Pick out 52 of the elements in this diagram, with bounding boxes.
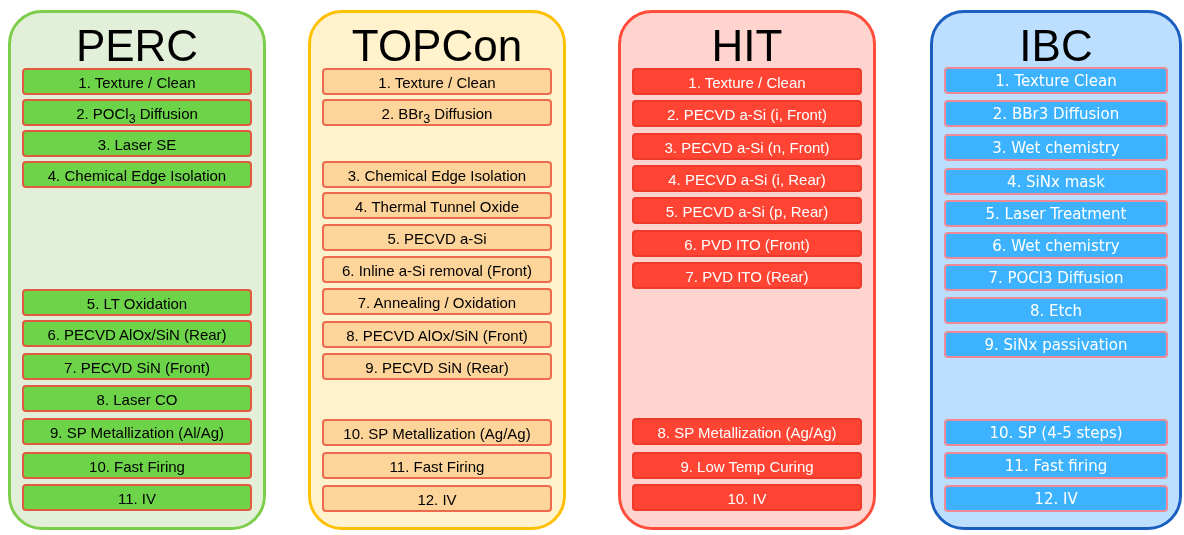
process-step: 11. Fast Firing: [322, 452, 552, 479]
process-step: 5. PECVD a-Si (p, Rear): [632, 197, 862, 224]
process-step: 3. Chemical Edge Isolation: [322, 161, 552, 188]
process-step: 10. Fast Firing: [22, 452, 252, 479]
process-step: 10. IV: [632, 484, 862, 511]
process-step: 9. SiNx passivation: [944, 331, 1168, 358]
process-step: 6. Wet chemistry: [944, 232, 1168, 259]
process-step: 1. Texture / Clean: [22, 68, 252, 95]
process-step: 9. Low Temp Curing: [632, 452, 862, 479]
process-step: 10. SP (4-5 steps): [944, 419, 1168, 446]
process-step: 2. PECVD a-Si (i, Front): [632, 100, 862, 127]
process-step: 1. Texture / Clean: [632, 68, 862, 95]
process-step: 8. SP Metallization (Ag/Ag): [632, 418, 862, 445]
process-step: 12. IV: [944, 485, 1168, 512]
process-step: 11. IV: [22, 484, 252, 511]
process-step: 11. Fast firing: [944, 452, 1168, 479]
process-step: 9. PECVD SiN (Rear): [322, 353, 552, 380]
process-column: [618, 10, 876, 530]
process-step: 6. Inline a-Si removal (Front): [322, 256, 552, 283]
process-step: 4. PECVD a-Si (i, Rear): [632, 165, 862, 192]
process-column: [8, 10, 266, 530]
process-step: 7. PECVD SiN (Front): [22, 353, 252, 380]
process-step: 9. SP Metallization (Al/Ag): [22, 418, 252, 445]
process-step: 12. IV: [322, 485, 552, 512]
process-step: 1. Texture Clean: [944, 67, 1168, 94]
process-step: 3. Wet chemistry: [944, 134, 1168, 161]
process-step: 3. Laser SE: [22, 130, 252, 157]
process-step: 6. PECVD AlOx/SiN (Rear): [22, 320, 252, 347]
process-step: 3. PECVD a-Si (n, Front): [632, 133, 862, 160]
process-step: 7. POCl3 Diffusion: [944, 264, 1168, 291]
process-step: 2. BBr3 Diffusion: [944, 100, 1168, 127]
process-step: 8. Laser CO: [22, 385, 252, 412]
process-step: 6. PVD ITO (Front): [632, 230, 862, 257]
process-step: 5. PECVD a-Si: [322, 224, 552, 251]
process-step: 7. PVD ITO (Rear): [632, 262, 862, 289]
process-column: [308, 10, 566, 530]
process-step: 2. BBr$_{3}$ Diffusion: [322, 99, 552, 126]
process-step: 2. POCl$_{3}$ Diffusion: [22, 99, 252, 126]
process-step: 7. Annealing / Oxidation: [322, 288, 552, 315]
process-step: 4. Chemical Edge Isolation: [22, 161, 252, 188]
process-step: 1. Texture / Clean: [322, 68, 552, 95]
process-step: 4. Thermal Tunnel Oxide: [322, 192, 552, 219]
column-title: HIT: [710, 21, 784, 71]
process-step: 5. LT Oxidation: [22, 289, 252, 316]
process-step: 5. Laser Treatment: [944, 200, 1168, 227]
process-step: 8. Etch: [944, 297, 1168, 324]
process-column: [930, 10, 1182, 530]
process-step: 4. SiNx mask: [944, 168, 1168, 195]
process-step: 8. PECVD AlOx/SiN (Front): [322, 321, 552, 348]
column-title: PERC: [74, 21, 200, 71]
process-step: 10. SP Metallization (Ag/Ag): [322, 419, 552, 446]
column-title: TOPCon: [350, 21, 524, 71]
